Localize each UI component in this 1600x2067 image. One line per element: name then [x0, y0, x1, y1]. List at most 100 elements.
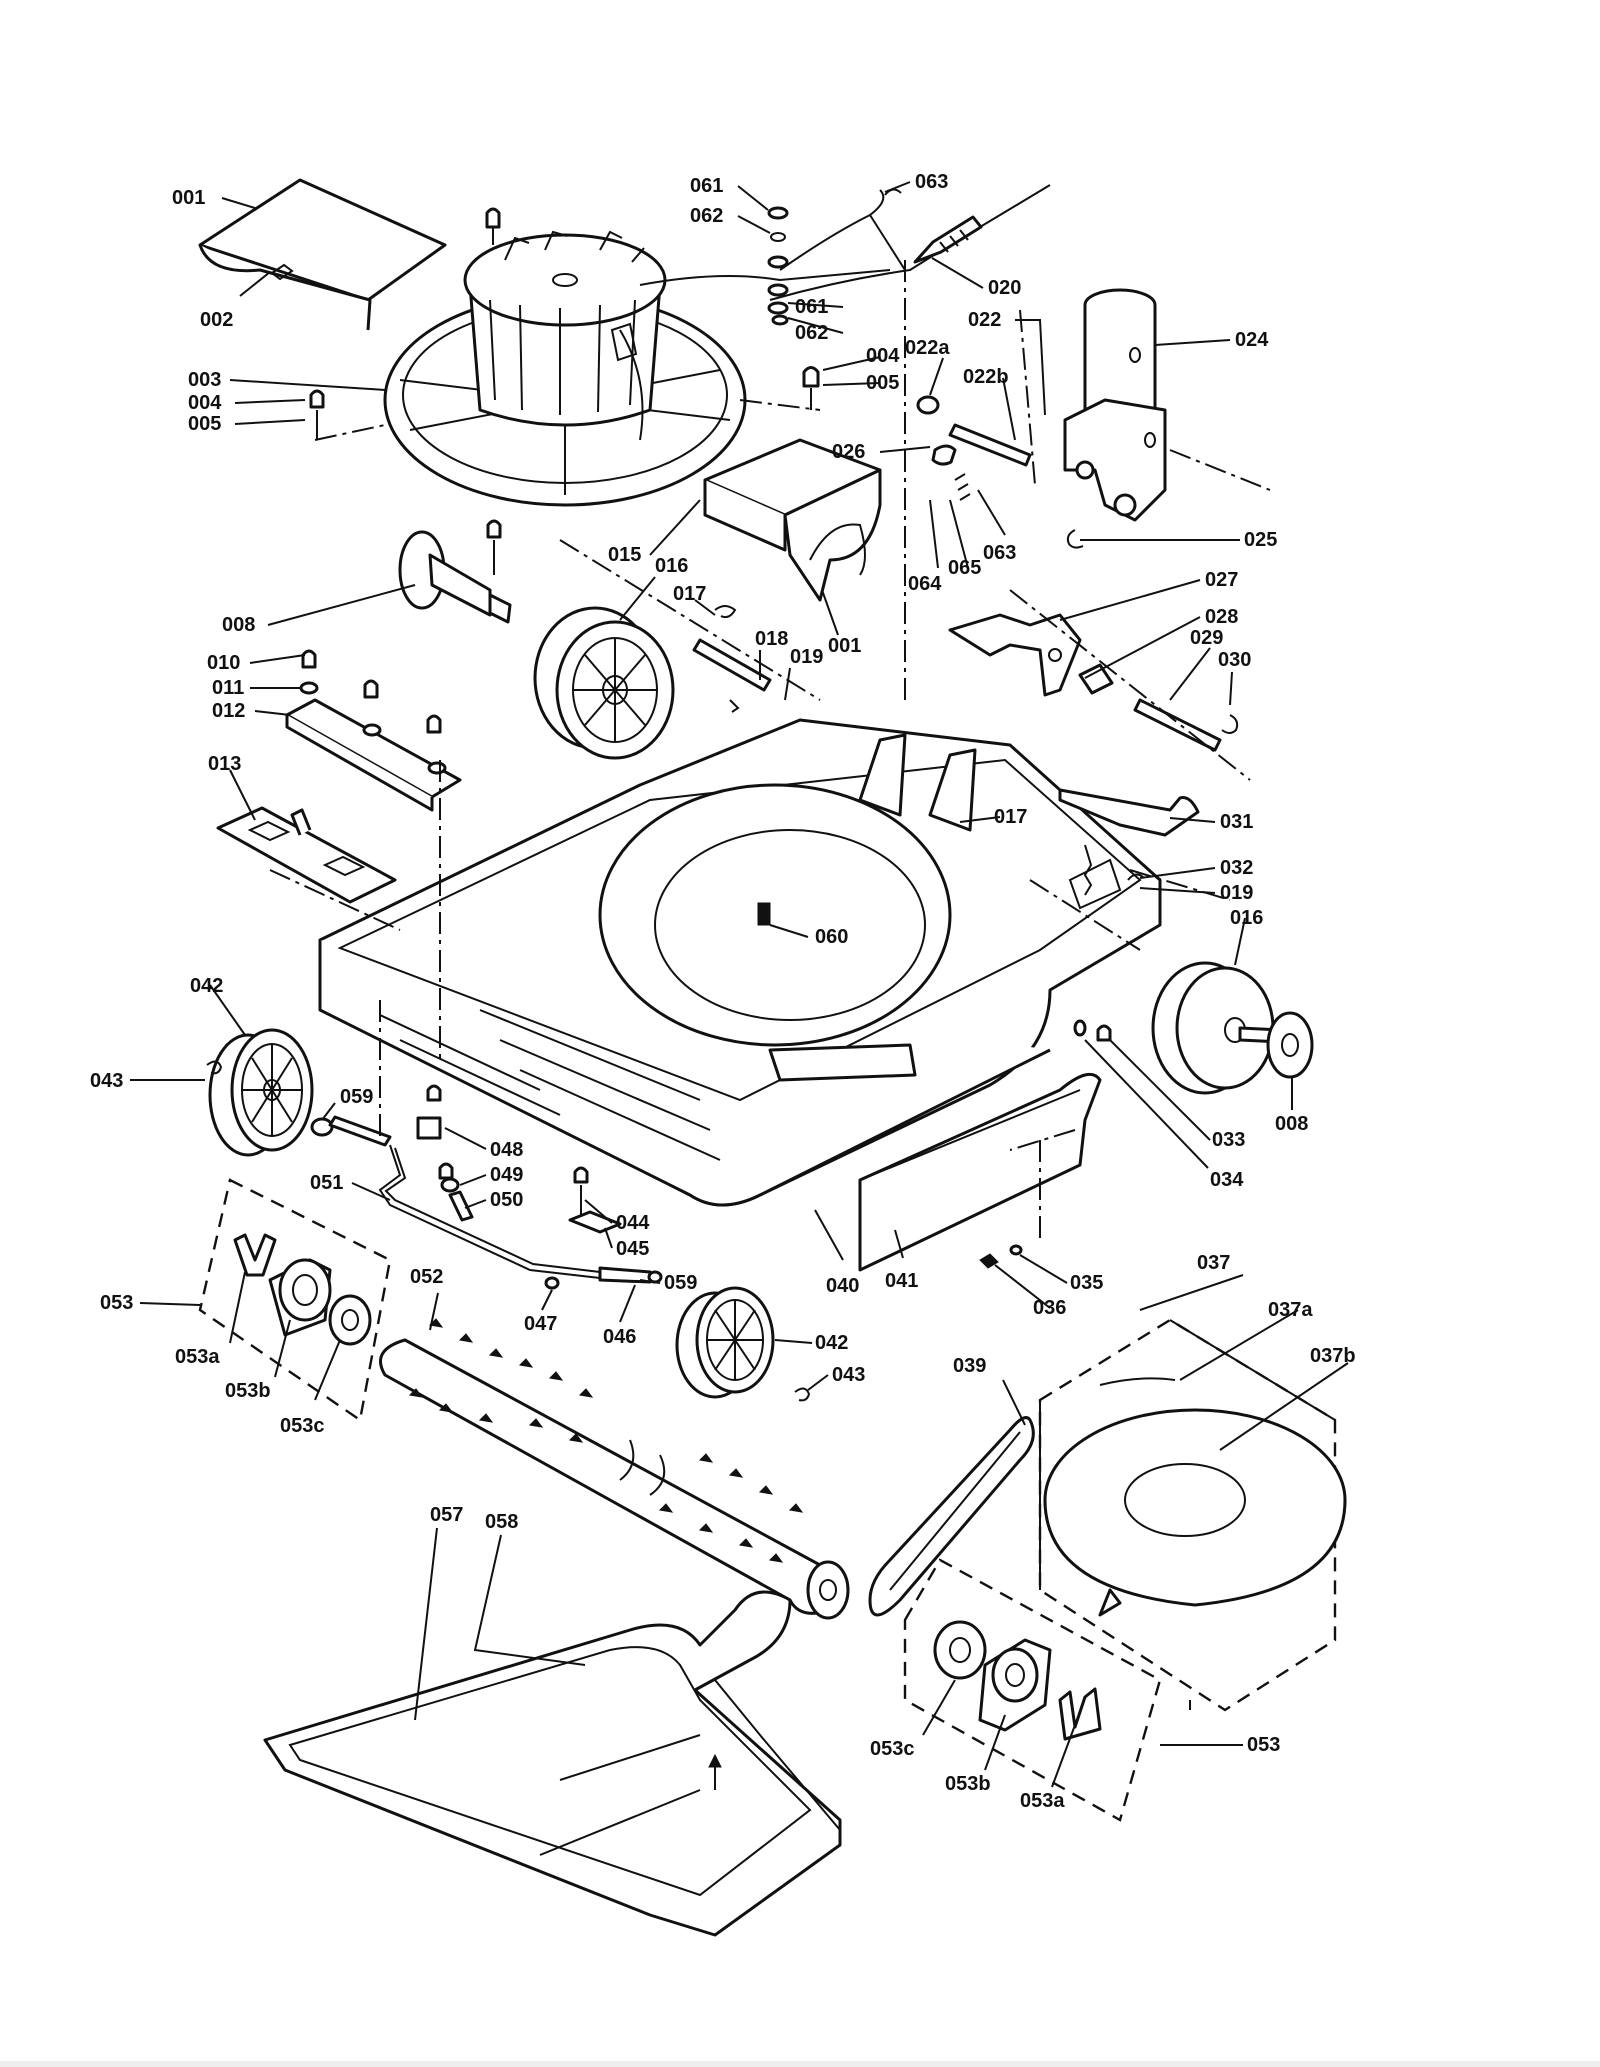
- label-003: 003: [188, 369, 221, 391]
- label-001: 001: [828, 635, 861, 657]
- label-019: 019: [790, 646, 823, 668]
- label-018: 018: [755, 628, 788, 650]
- part-handle-socket-024: [1063, 288, 1167, 549]
- part-bumper-041: [858, 1072, 1102, 1272]
- label-030: 030: [1218, 649, 1251, 671]
- label-026: 026: [832, 441, 865, 463]
- label-010: 010: [207, 652, 240, 674]
- label-035: 035: [1070, 1272, 1103, 1294]
- part-clip-043-left: [206, 1060, 223, 1075]
- label-004: 004: [188, 392, 222, 414]
- label-061: 061: [795, 296, 828, 318]
- part-brushroll-052: [379, 1338, 850, 1620]
- part-filter-037: [1038, 1318, 1347, 1712]
- label-043: 043: [832, 1364, 865, 1386]
- label-032: 032: [1220, 857, 1253, 879]
- label-022a: 022a: [905, 337, 950, 359]
- part-axle-008-upper: [398, 530, 512, 624]
- label-052: 052: [410, 1266, 443, 1288]
- label-015: 015: [608, 544, 641, 566]
- label-051: 051: [310, 1172, 343, 1194]
- label-016: 016: [1230, 907, 1263, 929]
- label-022b: 022b: [963, 366, 1009, 388]
- part-wheel-016-right: [1151, 961, 1314, 1095]
- label-045: 045: [616, 1238, 649, 1260]
- label-024: 024: [1235, 329, 1269, 351]
- label-044: 044: [616, 1212, 650, 1234]
- part-pin-018: [692, 605, 772, 713]
- part-cover-001: [198, 178, 447, 331]
- label-005: 005: [188, 413, 221, 435]
- label-041: 041: [885, 1270, 918, 1292]
- label-053: 053: [1247, 1734, 1280, 1756]
- label-062: 062: [795, 322, 828, 344]
- part-wheel-042-center: [675, 1286, 775, 1399]
- part-screw-036: [979, 1244, 1023, 1269]
- label-042: 042: [815, 1332, 848, 1354]
- part-screw-060: [757, 902, 771, 926]
- label-062: 062: [690, 205, 723, 227]
- label-049: 049: [490, 1164, 523, 1186]
- part-pins-022: [916, 395, 1032, 501]
- label-012: 012: [212, 700, 245, 722]
- part-motor-003: [383, 230, 891, 507]
- label-036: 036: [1033, 1297, 1066, 1319]
- part-bracket-012: [285, 649, 462, 812]
- label-037a: 037a: [1268, 1299, 1313, 1321]
- label-046: 046: [603, 1326, 636, 1348]
- part-lever-027: [948, 613, 1239, 752]
- label-063: 063: [915, 171, 948, 193]
- part-base-040: [318, 718, 1162, 1207]
- label-037b: 037b: [1310, 1345, 1356, 1367]
- label-063: 063: [983, 542, 1016, 564]
- brushroll-bristles: [408, 1318, 804, 1563]
- part-washers-061-062: [767, 188, 906, 326]
- part-bearing-053-right: [903, 1558, 1162, 1822]
- label-022: 022: [968, 309, 1001, 331]
- label-008: 008: [1275, 1113, 1308, 1135]
- part-bracket-045: [568, 1166, 622, 1234]
- label-029: 029: [1190, 627, 1223, 649]
- part-plate-013: [216, 806, 397, 904]
- label-060: 060: [815, 926, 848, 948]
- part-bearing-053-left: [198, 1178, 392, 1423]
- label-053b: 053b: [945, 1773, 991, 1795]
- part-cover-015: [703, 438, 882, 602]
- part-plate-031: [1058, 788, 1200, 896]
- label-065: 065: [948, 557, 981, 579]
- label-053a: 053a: [1020, 1790, 1065, 1812]
- label-059: 059: [664, 1272, 697, 1294]
- part-clip-043-center: [794, 1387, 811, 1402]
- part-nozzle-057: [263, 1590, 842, 1937]
- part-rod-051: [310, 1115, 663, 1290]
- label-001: 001: [172, 187, 205, 209]
- label-050: 050: [490, 1189, 523, 1211]
- label-013: 013: [208, 753, 241, 775]
- part-fastener-048-050: [416, 1084, 474, 1222]
- label-004: 004: [866, 345, 900, 367]
- label-040: 040: [826, 1275, 859, 1297]
- label-016: 016: [655, 555, 688, 577]
- label-059: 059: [340, 1086, 373, 1108]
- part-screw-033: [1073, 1019, 1112, 1042]
- center-lines: [269, 260, 1271, 1710]
- label-047: 047: [524, 1313, 557, 1335]
- label-031: 031: [1220, 811, 1253, 833]
- label-053c: 053c: [870, 1738, 915, 1760]
- leader-lines: [130, 181, 1349, 1788]
- label-061: 061: [690, 175, 723, 197]
- label-053a: 053a: [175, 1346, 220, 1368]
- part-wheel-042-left: [208, 1028, 314, 1157]
- label-037: 037: [1197, 1252, 1230, 1274]
- label-028: 028: [1205, 606, 1238, 628]
- label-017: 017: [994, 806, 1027, 828]
- label-019: 019: [1220, 882, 1253, 904]
- page-bottom-edge: [0, 2061, 1600, 2067]
- part-labels: 001 002 003 004 005 061 062 063 020 061 …: [90, 171, 1356, 1812]
- label-027: 027: [1205, 569, 1238, 591]
- part-wheel-016-upper: [533, 606, 675, 760]
- label-048: 048: [490, 1139, 523, 1161]
- label-057: 057: [430, 1504, 463, 1526]
- label-025: 025: [1244, 529, 1277, 551]
